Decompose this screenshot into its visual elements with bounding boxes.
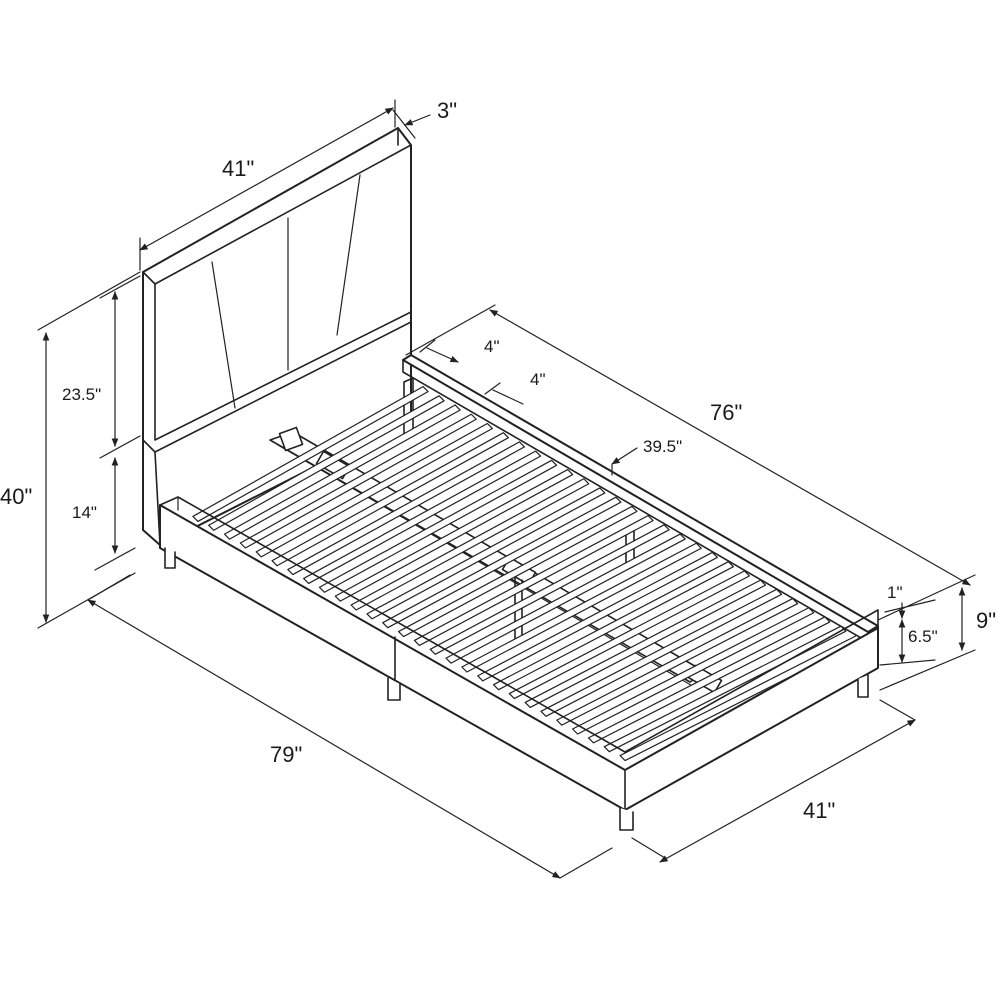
label-slat-width: 4"	[530, 370, 546, 389]
label-overall-length: 79"	[270, 742, 302, 767]
label-headboard-width: 41"	[222, 156, 254, 181]
label-inner-length: 76"	[710, 400, 742, 425]
label-frame-height: 9"	[976, 608, 996, 633]
slat	[239, 413, 477, 549]
slat	[572, 607, 815, 735]
slat	[223, 404, 461, 540]
slat	[192, 386, 429, 523]
headboard	[142, 127, 412, 546]
label-overall-width: 41"	[803, 798, 835, 823]
dimension-labels: 41" 3" 40" 23.5" 14" 4" 4" 76" 39.5" 79"…	[0, 98, 996, 823]
label-clearance: 1"	[887, 583, 903, 602]
label-panel-height: 23.5"	[62, 385, 101, 404]
slat	[208, 395, 445, 531]
label-total-height: 40"	[0, 484, 32, 509]
label-slat-gap: 4"	[484, 337, 500, 356]
label-rail-height: 6.5"	[908, 627, 938, 646]
dimension-lines	[37, 99, 976, 879]
label-lower-height: 14"	[72, 503, 97, 522]
slat	[556, 597, 799, 726]
slat	[587, 616, 831, 744]
label-headboard-thickness: 3"	[437, 98, 457, 123]
bed-illustration	[142, 127, 879, 831]
label-inner-width: 39.5"	[643, 437, 682, 456]
